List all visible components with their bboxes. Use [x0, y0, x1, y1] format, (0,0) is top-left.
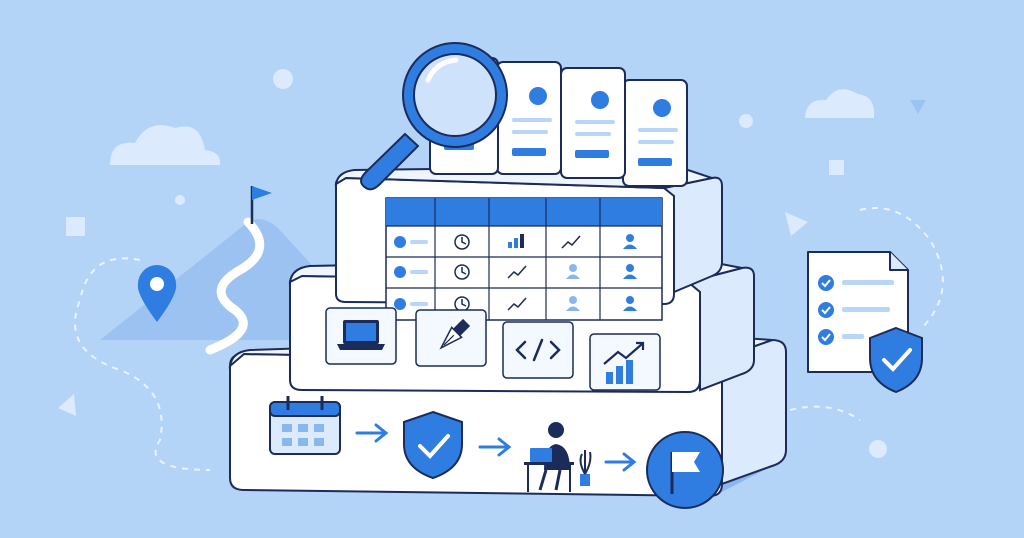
user-icon [394, 266, 406, 278]
dot-decoration [273, 69, 293, 89]
triangle-decoration [58, 394, 76, 416]
pen-nib-icon [439, 318, 471, 350]
background-decorations [58, 69, 944, 471]
cloud-icon [110, 125, 221, 165]
growth-chart-icon [603, 341, 645, 384]
profile-card-icon [560, 67, 626, 179]
arrow-right-icon [355, 423, 389, 443]
plant-icon [579, 450, 592, 486]
table-row [394, 234, 637, 250]
trend-chart-icon [561, 235, 581, 249]
shield-check-icon [403, 410, 463, 480]
data-table [385, 197, 663, 321]
location-pin-icon [137, 265, 177, 322]
magnifying-glass-icon [360, 42, 508, 191]
growth-chart-tile [589, 333, 661, 391]
pen-tile [415, 309, 487, 367]
trend-chart-icon [507, 297, 527, 311]
code-icon [515, 338, 561, 362]
process-steps [269, 396, 724, 509]
arrow-right-icon [478, 437, 512, 457]
bar-chart-icon [508, 234, 524, 248]
person-icon [566, 264, 580, 279]
profile-card-icon [622, 79, 688, 187]
code-tile [502, 321, 574, 379]
person-icon [623, 234, 637, 249]
calendar-icon [269, 396, 341, 455]
table-row [394, 264, 637, 280]
laptop-tile [325, 307, 397, 365]
triangle-decoration [910, 100, 926, 114]
person-icon [623, 264, 637, 279]
flag-icon [646, 431, 724, 509]
shield-check-icon [869, 326, 923, 394]
person-icon [623, 296, 637, 311]
tools-row [325, 307, 661, 391]
triangle-decoration [785, 212, 808, 236]
clock-icon [454, 264, 470, 280]
person-icon [566, 296, 580, 311]
person-at-desk-icon [524, 422, 592, 492]
user-icon [394, 236, 406, 248]
dashed-path [74, 257, 211, 471]
cloud-icon [805, 89, 875, 118]
user-icon [394, 298, 406, 310]
table-row [394, 296, 637, 312]
dot-decoration [175, 195, 185, 205]
square-decoration [66, 217, 85, 236]
square-decoration [829, 160, 844, 175]
dot-decoration [739, 114, 753, 128]
dashed-path [789, 405, 861, 421]
laptop-icon [337, 320, 385, 350]
trend-chart-icon [507, 265, 527, 279]
arrow-right-icon [604, 452, 637, 472]
profile-card-icon [496, 61, 562, 175]
dashed-path [859, 207, 944, 331]
dot-decoration [869, 440, 887, 458]
clock-icon [454, 234, 470, 250]
